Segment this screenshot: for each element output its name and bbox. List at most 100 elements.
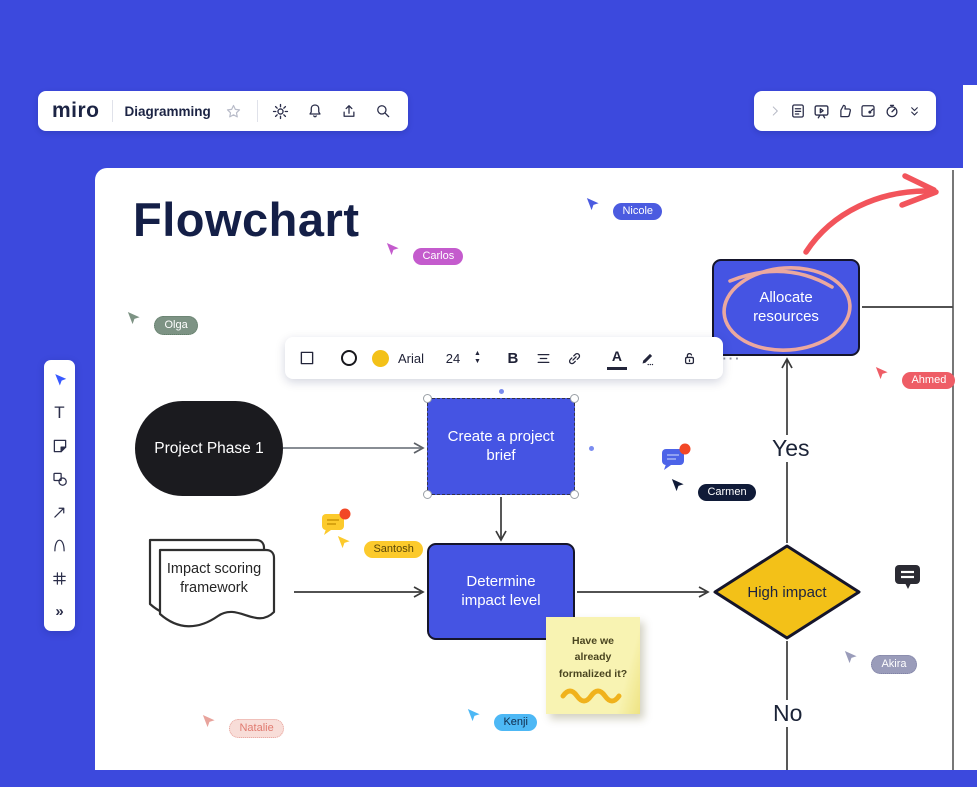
collaborator-cursor-carmen: Carmen (670, 478, 756, 501)
collaborator-name: Olga (154, 315, 198, 335)
collaborator-name: Nicole (613, 202, 663, 220)
node-create-brief[interactable]: Create a project brief (423, 394, 579, 499)
selection-handle[interactable] (423, 394, 432, 403)
font-size-stepper[interactable]: ▲▼ (474, 350, 481, 365)
highlighter-pen-button[interactable] (638, 346, 658, 370)
creation-toolbar: T » (44, 360, 75, 631)
search-icon[interactable] (372, 100, 394, 122)
snap-dot (499, 389, 504, 394)
divider (256, 100, 258, 122)
collaborator-cursor-kenji: Kenji (466, 708, 537, 731)
fill-color-button[interactable] (370, 346, 390, 370)
collaborator-cursor-nicole: Nicole (585, 197, 663, 220)
node-label: High impact (747, 583, 827, 601)
sticky-note[interactable]: Have we already formalized it? (546, 617, 640, 714)
node-label: Create a project brief (447, 427, 555, 464)
comment-bubble-dark[interactable] (893, 563, 923, 596)
shapes-tool[interactable] (50, 469, 70, 489)
diamond-shape (713, 544, 861, 640)
stepper-up-icon[interactable]: ▲ (474, 350, 481, 357)
collaborator-cursor-akira: Akira (843, 650, 917, 674)
select-cursor-tool[interactable] (50, 370, 70, 390)
board-name[interactable]: Diagramming (124, 103, 211, 119)
collaborator-cursor-natalie: Natalie (201, 714, 284, 738)
board-title-text[interactable]: Flowchart (133, 193, 360, 246)
connector-arrow-tool[interactable] (50, 502, 70, 522)
text-color-button[interactable]: A (606, 346, 627, 370)
cursor-icon (127, 311, 140, 325)
cursor-icon (586, 197, 599, 211)
font-size-value[interactable]: 24 (445, 350, 461, 366)
collaborator-cursor-carlos: Carlos (385, 242, 464, 265)
expand-chevron-icon[interactable] (764, 100, 786, 122)
miro-logo[interactable]: miro (52, 99, 100, 122)
bubble-tail (664, 464, 671, 470)
notes-doc-icon[interactable] (787, 100, 809, 122)
selection-handle[interactable] (423, 490, 432, 499)
collapse-double-chevron-icon[interactable] (904, 100, 926, 122)
timer-icon[interactable] (881, 100, 903, 122)
selection-handle[interactable] (570, 490, 579, 499)
node-label: Impact scoring framework (166, 561, 262, 596)
cursor-icon (844, 650, 857, 664)
frame-tool[interactable] (50, 568, 70, 588)
link-button[interactable] (565, 346, 585, 370)
comment-bubble-blue[interactable] (660, 443, 694, 478)
collaborator-name: Natalie (229, 718, 284, 738)
snap-dot (589, 446, 594, 451)
unread-badge (679, 443, 691, 455)
collaborator-name: Akira (871, 654, 917, 674)
notifications-bell-icon[interactable] (304, 100, 326, 122)
pen-tool[interactable] (50, 535, 70, 555)
bring-to-frame-icon[interactable] (857, 100, 879, 122)
more-options-button[interactable]: ··· (722, 350, 742, 366)
stepper-down-icon[interactable]: ▼ (474, 358, 481, 365)
favorite-star-icon[interactable] (223, 100, 245, 122)
cursor-icon (467, 708, 480, 722)
app-header: miro Diagramming (38, 91, 408, 131)
lock-button[interactable] (680, 346, 700, 370)
bold-button[interactable]: B (507, 349, 519, 367)
sticky-squiggle (560, 688, 622, 704)
font-family-select[interactable]: Arial (398, 350, 425, 366)
edge-label-no[interactable]: No (769, 700, 807, 727)
collaborator-cursor-santosh: Santosh (336, 535, 423, 558)
unread-badge (339, 508, 351, 520)
more-tools-button[interactable]: » (55, 602, 64, 620)
multi-document-shape (148, 538, 276, 628)
bubble-tail (324, 529, 331, 535)
node-high-impact[interactable]: High impact (712, 543, 862, 641)
export-share-icon[interactable] (338, 100, 360, 122)
cursor-icon (337, 535, 350, 549)
cursor-icon (875, 366, 888, 380)
settings-gear-icon[interactable] (270, 100, 292, 122)
sticky-note-tool[interactable] (50, 436, 70, 456)
node-impact-framework[interactable]: Impact scoring framework (128, 528, 298, 650)
edge-label-yes[interactable]: Yes (768, 435, 814, 462)
node-label: Determine impact level (461, 572, 541, 609)
collaborator-name: Kenji (494, 713, 537, 731)
cursor-icon (671, 478, 684, 492)
presentation-icon[interactable] (811, 100, 833, 122)
shape-type-button[interactable] (297, 346, 317, 370)
border-color-button[interactable] (339, 346, 359, 370)
comment-bubble-yellow[interactable] (320, 508, 354, 543)
collaborator-name: Santosh (364, 540, 423, 558)
divider (111, 100, 113, 122)
text-align-button[interactable] (534, 346, 554, 370)
node-project-phase[interactable]: Project Phase 1 (135, 401, 283, 496)
sticky-note-text: Have we already formalized it? (558, 635, 628, 680)
format-toolbar: Arial 24 ▲▼ B A ··· (285, 337, 739, 379)
cursor-icon (202, 714, 215, 728)
bubble-tail (905, 583, 911, 589)
selection-handle[interactable] (570, 394, 579, 403)
text-tool[interactable]: T (54, 403, 65, 422)
node-allocate-resources[interactable]: Allocate resources (712, 259, 860, 356)
reactions-thumbsup-icon[interactable] (834, 100, 856, 122)
node-determine-impact[interactable]: Determine impact level (427, 543, 575, 640)
collaborator-name: Carlos (413, 247, 464, 265)
collaborator-cursor-olga: Olga (126, 311, 198, 335)
node-label: Project Phase 1 (154, 439, 264, 457)
collaborator-name: Carmen (698, 483, 756, 501)
